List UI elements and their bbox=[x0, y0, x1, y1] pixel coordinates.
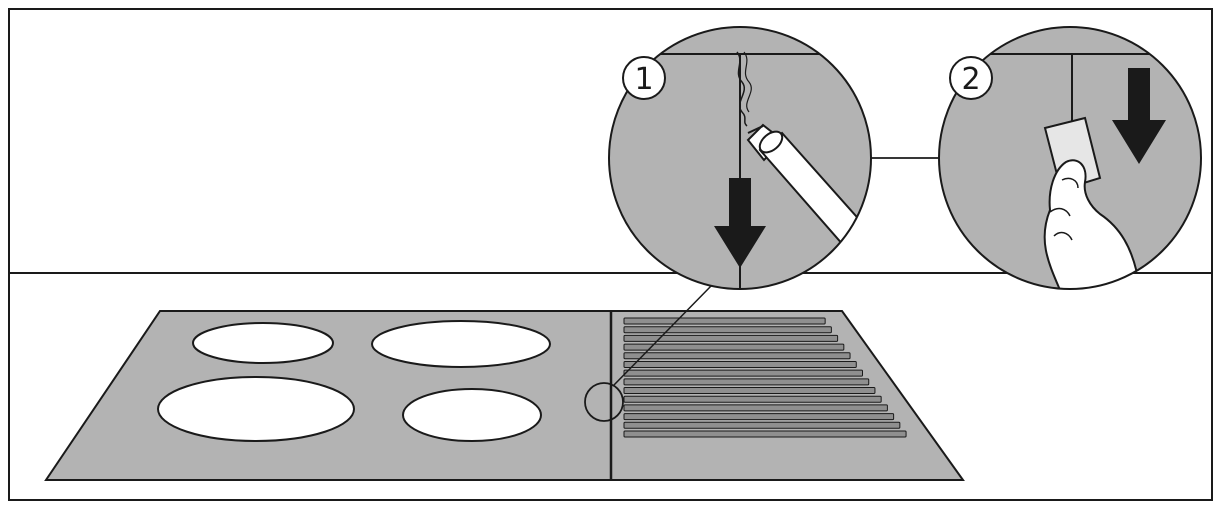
grill-slat bbox=[623, 343, 845, 351]
finger-with-smoothing-tool-icon bbox=[1043, 116, 1142, 289]
grill-slat bbox=[623, 326, 832, 334]
grill-slat bbox=[623, 404, 888, 412]
burner-front-left bbox=[157, 376, 355, 442]
down-arrow-icon bbox=[1112, 68, 1166, 164]
step-badge-2 bbox=[949, 56, 993, 100]
burner-rear-right bbox=[371, 320, 551, 368]
grill-slat bbox=[623, 421, 901, 429]
detail-step-2: 2 bbox=[938, 26, 1202, 290]
detail-step-1: 1 bbox=[608, 26, 872, 290]
grill-slat bbox=[623, 369, 864, 377]
grill-slat bbox=[623, 413, 895, 421]
step-number-1: 1 bbox=[634, 62, 653, 97]
grill-slat bbox=[623, 317, 826, 325]
burner-front-right bbox=[402, 388, 542, 442]
hob bbox=[44, 284, 965, 481]
step-number-2: 2 bbox=[961, 62, 980, 97]
burner-rear-left bbox=[192, 322, 334, 364]
grill-slat bbox=[623, 334, 839, 342]
zoom-connector-line bbox=[612, 284, 713, 387]
grill-slat bbox=[623, 387, 876, 395]
grill-slat bbox=[623, 360, 857, 368]
grill-slat bbox=[623, 352, 851, 360]
grill-slat bbox=[623, 395, 882, 403]
zoom-circle-icon bbox=[584, 382, 624, 422]
sealant-bead bbox=[736, 51, 748, 127]
grill-slat bbox=[623, 378, 870, 386]
step-badge-1 bbox=[622, 56, 666, 100]
grill-slat bbox=[623, 430, 907, 438]
down-arrow-icon bbox=[714, 178, 766, 268]
